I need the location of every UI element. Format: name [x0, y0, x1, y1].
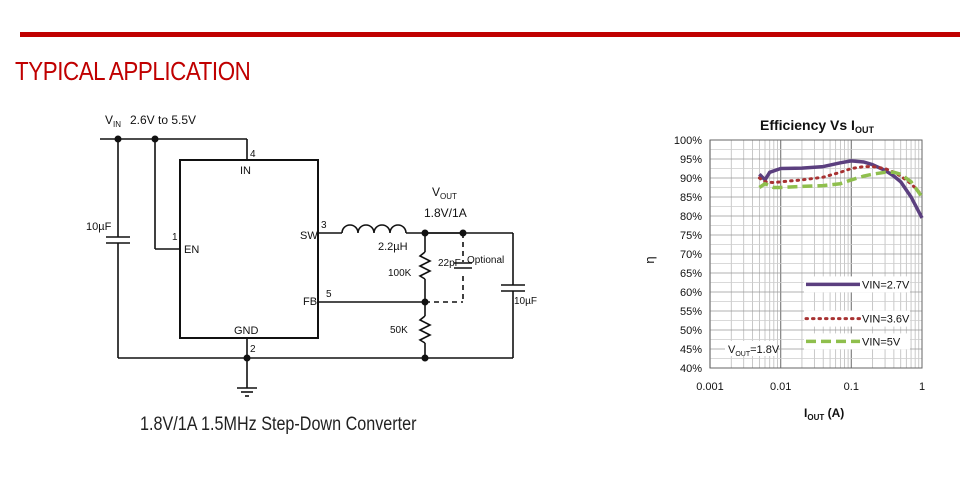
pin-fb-number: 5 [326, 289, 332, 300]
y-tick-label: 80% [680, 211, 702, 223]
pin-in-number: 4 [250, 149, 256, 160]
chart-title: Efficiency Vs IOUT [760, 117, 874, 135]
x-axis-label: IOUT (A) [804, 406, 844, 422]
pin-gnd-number: 2 [250, 344, 256, 355]
y-tick-label: 45% [680, 344, 702, 356]
vout-value: 1.8V/1A [424, 206, 467, 220]
y-tick-label: 100% [674, 135, 702, 147]
x-tick-label: 0.01 [770, 381, 791, 393]
vin-range: 2.6V to 5.5V [130, 113, 196, 127]
r-bottom-value: 50K [390, 325, 408, 336]
y-tick-label: 85% [680, 192, 702, 204]
vout-annotation: VOUT=1.8V [725, 341, 780, 358]
vout-label: VOUT [432, 185, 457, 201]
svg-text:VOUT=1.8V: VOUT=1.8V [728, 344, 780, 358]
plot-area [709, 139, 923, 369]
vin-label: VIN [105, 113, 121, 129]
pin-sw-number: 3 [321, 220, 327, 231]
pin-en-number: 1 [172, 232, 178, 243]
cin-value: 10µF [86, 221, 112, 233]
inductor-value: 2.2µH [378, 241, 408, 253]
cout-value: 10µF [514, 296, 537, 307]
series-line-3 [758, 170, 924, 199]
pin-gnd-name: GND [234, 325, 259, 337]
y-tick-label: 40% [680, 363, 702, 375]
efficiency-chart: 40% 45% 50% 55% 60% 65% 70% 75% 80% 85% 90% 95% 100%… [642, 117, 925, 422]
cff-value: 22pF [438, 258, 461, 269]
cff-note: Optional [467, 255, 504, 266]
y-tick-label: 70% [680, 249, 702, 261]
converter-schematic: VIN 2.6V to 5.5V 4 IN 1 EN 3 SW 5 FB 2 G… [86, 113, 537, 397]
y-tick-label: 95% [680, 154, 702, 166]
x-tick-label: 0.001 [696, 381, 724, 393]
legend-label: VIN=3.6V [862, 314, 910, 326]
y-tick-label: 55% [680, 306, 702, 318]
pin-fb-name: FB [303, 296, 317, 308]
y-tick-label: 65% [680, 268, 702, 280]
y-axis-label: η [642, 256, 657, 263]
x-tick-label: 0.1 [844, 381, 859, 393]
y-tick-label: 50% [680, 325, 702, 337]
section-divider [20, 32, 960, 37]
pin-sw-name: SW [300, 230, 318, 242]
legend-label: VIN=5V [862, 336, 901, 348]
x-tick-label: 1 [919, 381, 925, 393]
r-top-value: 100K [388, 268, 412, 279]
y-tick-label: 75% [680, 230, 702, 242]
legend-label: VIN=2.7V [862, 279, 910, 291]
schematic-caption: 1.8V/1A 1.5MHz Step-Down Converter [140, 414, 417, 435]
pin-in-name: IN [240, 165, 251, 177]
y-tick-label: 60% [680, 287, 702, 299]
pin-en-name: EN [184, 244, 199, 256]
series-line-1 [758, 159, 924, 219]
section-title: TYPICAL APPLICATION [15, 56, 251, 86]
y-tick-label: 90% [680, 173, 702, 185]
